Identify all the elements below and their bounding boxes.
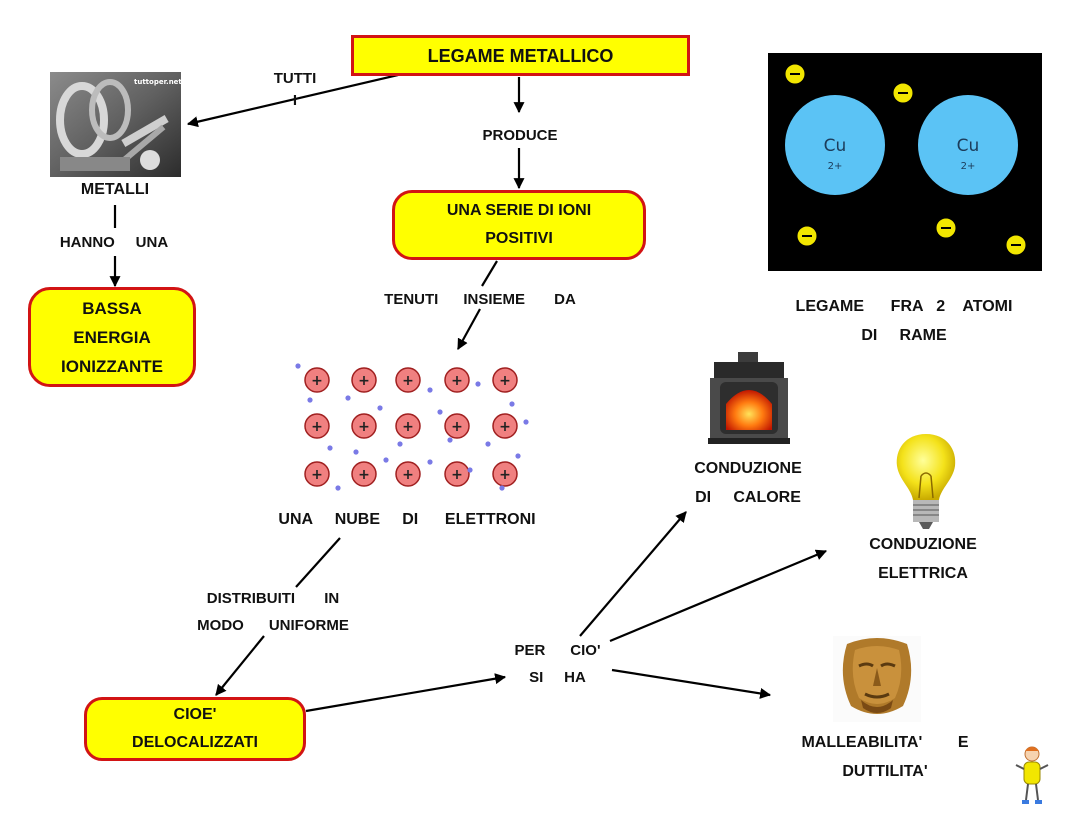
cu-atom-2-charge: 2+: [961, 161, 976, 172]
svg-text:+: +: [402, 373, 414, 389]
label-tenuti: TENUTI INSIEME DA: [384, 291, 576, 308]
electron-dot: [509, 401, 515, 407]
electron-dot: [307, 397, 313, 403]
arrow-nube-to-distribuiti: [295, 537, 341, 588]
arrow-perciosi-to-elettrica: [609, 549, 828, 643]
label-nube: UNA NUBE DI ELETTRONI: [278, 511, 536, 528]
positive-ion: +: [492, 367, 518, 393]
electron-dot: [383, 457, 389, 463]
positive-ion: +: [444, 413, 470, 439]
positive-ion: +: [304, 413, 330, 439]
svg-text:+: +: [451, 419, 463, 435]
label-produce: PRODUCE: [482, 127, 558, 144]
electron-dot: [295, 363, 301, 369]
stove-icon: [708, 352, 790, 444]
electron-dot: [397, 441, 403, 447]
cu-atom-2: [918, 95, 1018, 195]
label-tutti: TUTTI I: [273, 70, 317, 109]
svg-text:+: +: [358, 467, 370, 483]
title-text: LEGAME METALLICO: [427, 45, 614, 66]
cu-atom-2-symbol: Cu: [957, 136, 980, 156]
svg-text:+: +: [402, 419, 414, 435]
electron-dot: [485, 441, 491, 447]
cu-atom-1: [785, 95, 885, 195]
positive-ion: +: [304, 367, 330, 393]
arrow-ions-to-tenuti: [481, 260, 498, 287]
electron-dot: [515, 453, 521, 459]
electron-dot: [523, 419, 529, 425]
electron-dot: [335, 485, 341, 491]
label-hanno: HANNO UNA: [59, 234, 169, 251]
positive-ion: +: [395, 413, 421, 439]
arrow-perciosi-to-malleabilita: [611, 668, 772, 699]
delocalized-text: CIOE' DELOCALIZZATI: [132, 706, 258, 751]
electron-dot: [353, 449, 359, 455]
label-malleabilita: MALLEABILITA' E DUTTILITA': [801, 734, 969, 780]
svg-text:+: +: [311, 419, 323, 435]
svg-text:+: +: [358, 419, 370, 435]
energy-text: BASSA ENERGIA IONIZZANTE: [61, 298, 163, 376]
arrow-distribuiti-to-cioe: [215, 635, 265, 696]
svg-text:+: +: [451, 467, 463, 483]
positive-ion: +: [395, 461, 421, 487]
electron-cloud-lattice: + + + + + + + + + + + + + + +: [295, 363, 529, 491]
delocalized-box: CIOE' DELOCALIZZATI: [84, 697, 306, 761]
metals-photo: tuttoper.net: [50, 72, 181, 177]
positive-ion: +: [444, 461, 470, 487]
arrow-perciosi-to-calore: [579, 511, 687, 637]
metals-watermark: tuttoper.net: [134, 78, 181, 86]
title-box: LEGAME METALLICO: [351, 35, 690, 76]
ions-text: UNA SERIE DI IONI POSITIVI: [446, 202, 592, 247]
svg-text:+: +: [311, 467, 323, 483]
electron-dot: [377, 405, 383, 411]
label-metalli: METALLI: [80, 181, 150, 198]
electron-dot: [447, 437, 453, 443]
positive-ion: +: [351, 461, 377, 487]
arrow-title-to-metalli: [186, 73, 399, 128]
light-bulb-icon: [896, 434, 956, 529]
svg-text:+: +: [402, 467, 414, 483]
positive-ion: +: [492, 413, 518, 439]
label-conduzione-calore: CONDUZIONE DI CALORE: [694, 460, 802, 506]
positive-ion: +: [492, 461, 518, 487]
electron-dot: [427, 387, 433, 393]
energy-box: BASSA ENERGIA IONIZZANTE: [28, 287, 196, 387]
svg-text:+: +: [311, 373, 323, 389]
label-perciosi: PER CIO' SI HA: [514, 642, 601, 686]
label-conduzione-elettrica: CONDUZIONE ELETTRICA: [869, 536, 977, 582]
svg-text:+: +: [358, 373, 370, 389]
electron-dot: [437, 409, 443, 415]
electron-dot: [499, 485, 505, 491]
positive-ion: +: [444, 367, 470, 393]
positive-ion: +: [395, 367, 421, 393]
golden-mask-icon: [833, 636, 921, 722]
svg-text:+: +: [499, 419, 511, 435]
label-legame-rame: LEGAME FRA 2 ATOMI DI RAME: [795, 298, 1013, 344]
mascot-icon: [1015, 746, 1049, 804]
electron-dot: [327, 445, 333, 451]
electron-dot: [427, 459, 433, 465]
copper-atoms-panel: Cu 2+ Cu 2+: [768, 53, 1042, 271]
arrow-tenuti-to-nube: [457, 308, 481, 350]
electron-dot: [467, 467, 473, 473]
svg-text:+: +: [499, 467, 511, 483]
positive-ion: +: [351, 413, 377, 439]
positive-ion: +: [304, 461, 330, 487]
svg-text:+: +: [499, 373, 511, 389]
label-distribuiti: DISTRIBUITI IN MODO UNIFORME: [197, 590, 349, 634]
ions-box: UNA SERIE DI IONI POSITIVI: [392, 190, 646, 260]
positive-ion: +: [351, 367, 377, 393]
arrow-cioe-to-perciosi: [305, 673, 507, 713]
cu-atom-1-charge: 2+: [828, 161, 843, 172]
cu-atom-1-symbol: Cu: [824, 136, 847, 156]
electron-dot: [345, 395, 351, 401]
svg-text:+: +: [451, 373, 463, 389]
electron-dot: [475, 381, 481, 387]
